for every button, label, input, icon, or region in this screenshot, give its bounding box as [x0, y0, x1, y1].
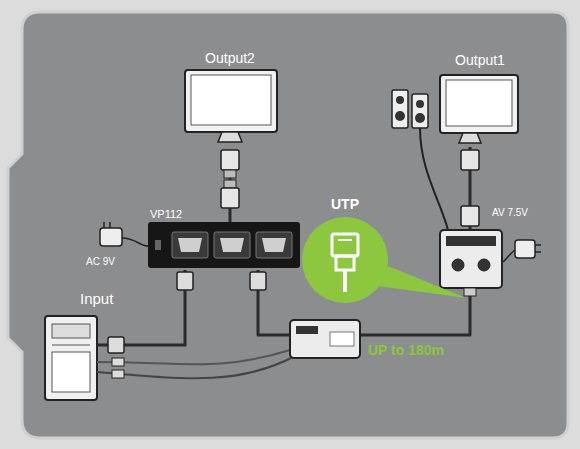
splitter-box-part: [220, 238, 244, 252]
vga-connector-part: [461, 150, 479, 170]
transmitter-part: [290, 320, 360, 358]
receiver-part: [452, 259, 464, 271]
monitor-node: Output1: [430, 52, 530, 147]
node-title: Input: [80, 290, 130, 307]
speakers-part: [412, 94, 428, 128]
vga-connector: [177, 272, 266, 290]
splitter-node: VP112: [145, 208, 305, 270]
panel: [8, 12, 568, 438]
speakers-part: [395, 111, 405, 121]
speakers-part: [416, 100, 424, 108]
pc-tower-part: [45, 316, 97, 400]
node-title: Output1: [430, 52, 530, 68]
utp-callout-part: [343, 270, 347, 292]
transmitter: [290, 320, 360, 358]
monitor-part: [185, 70, 277, 132]
utp-callout: [302, 217, 466, 303]
receiver: [440, 230, 502, 296]
vga-connector-part: [221, 150, 239, 170]
pc-tower-part: [112, 358, 124, 366]
power-adapter-part: [103, 222, 105, 228]
splitter-box-part: [148, 222, 300, 268]
pc-tower-part: [52, 324, 90, 338]
pc-tower: [45, 316, 295, 400]
splitter-box-part: [155, 240, 161, 250]
vga-connector-part: [224, 180, 236, 188]
monitor-part: [191, 75, 271, 125]
power-adapter: [100, 222, 148, 246]
monitor: [440, 75, 518, 143]
pc-tower-part: [97, 350, 290, 364]
monitor-part: [440, 75, 518, 133]
utp-callout-part: [332, 234, 358, 256]
transmitter-part: [330, 332, 354, 346]
pc-tower-part: [52, 352, 90, 392]
power-adapter-part: [535, 244, 541, 246]
power-label: AC 9V: [86, 256, 115, 268]
utp-callout-node: UTP: [298, 196, 392, 306]
speakers-part: [415, 113, 425, 123]
vga-connector: [461, 150, 479, 226]
speakers: [392, 90, 448, 230]
vga-connector-part: [177, 272, 193, 290]
power-adapter-part: [100, 228, 122, 246]
transmitter-part: [296, 326, 318, 334]
receiver-part: [478, 259, 490, 271]
pc-tower-part: [97, 356, 295, 378]
power-adapter-part: [122, 238, 148, 246]
power-adapter-part: [535, 251, 541, 253]
distance-label: UP to 180m: [368, 342, 444, 358]
vga-connector-part: [461, 206, 479, 226]
vga-connector-part: [229, 208, 232, 222]
utp-callout-part: [302, 217, 388, 303]
splitter-box: [148, 222, 300, 268]
splitter-box-part: [256, 232, 292, 258]
splitter-box-part: [214, 232, 250, 258]
speakers-part: [420, 128, 448, 230]
monitor-part: [218, 132, 242, 142]
node-title: Output2: [160, 50, 300, 66]
pc-tower-part: [112, 370, 124, 378]
utp-callout-part: [338, 239, 352, 241]
receiver-part: [440, 230, 502, 288]
speakers-part: [396, 96, 404, 104]
input-pc-node: Input: [35, 290, 130, 405]
vga-connector-part: [250, 272, 266, 290]
monitor-part: [459, 133, 481, 143]
power-label: AV 7.5V: [492, 207, 528, 219]
splitter-box-part: [178, 238, 202, 252]
node-title: VP112: [150, 208, 305, 221]
vga-connector-part: [224, 170, 236, 178]
receiver-part: [464, 288, 476, 296]
pc-tower-part: [52, 345, 90, 346]
power-adapter: [502, 240, 541, 262]
receiver-part: [446, 236, 496, 246]
splitter-box-part: [262, 238, 286, 252]
monitor-part: [446, 80, 512, 126]
node-title: UTP: [298, 196, 392, 212]
speakers-part: [392, 90, 408, 128]
power-adapter-part: [109, 222, 111, 228]
vga-connector-part: [221, 188, 239, 208]
utp-callout-part: [336, 256, 354, 270]
vga-connector: [221, 150, 239, 222]
pc-tower-part: [108, 337, 124, 353]
power-adapter-part: [515, 240, 535, 258]
splitter-box-part: [172, 232, 208, 258]
power-adapter-part: [502, 250, 515, 262]
monitor: [185, 70, 277, 142]
monitor-node: Output2: [160, 50, 300, 150]
